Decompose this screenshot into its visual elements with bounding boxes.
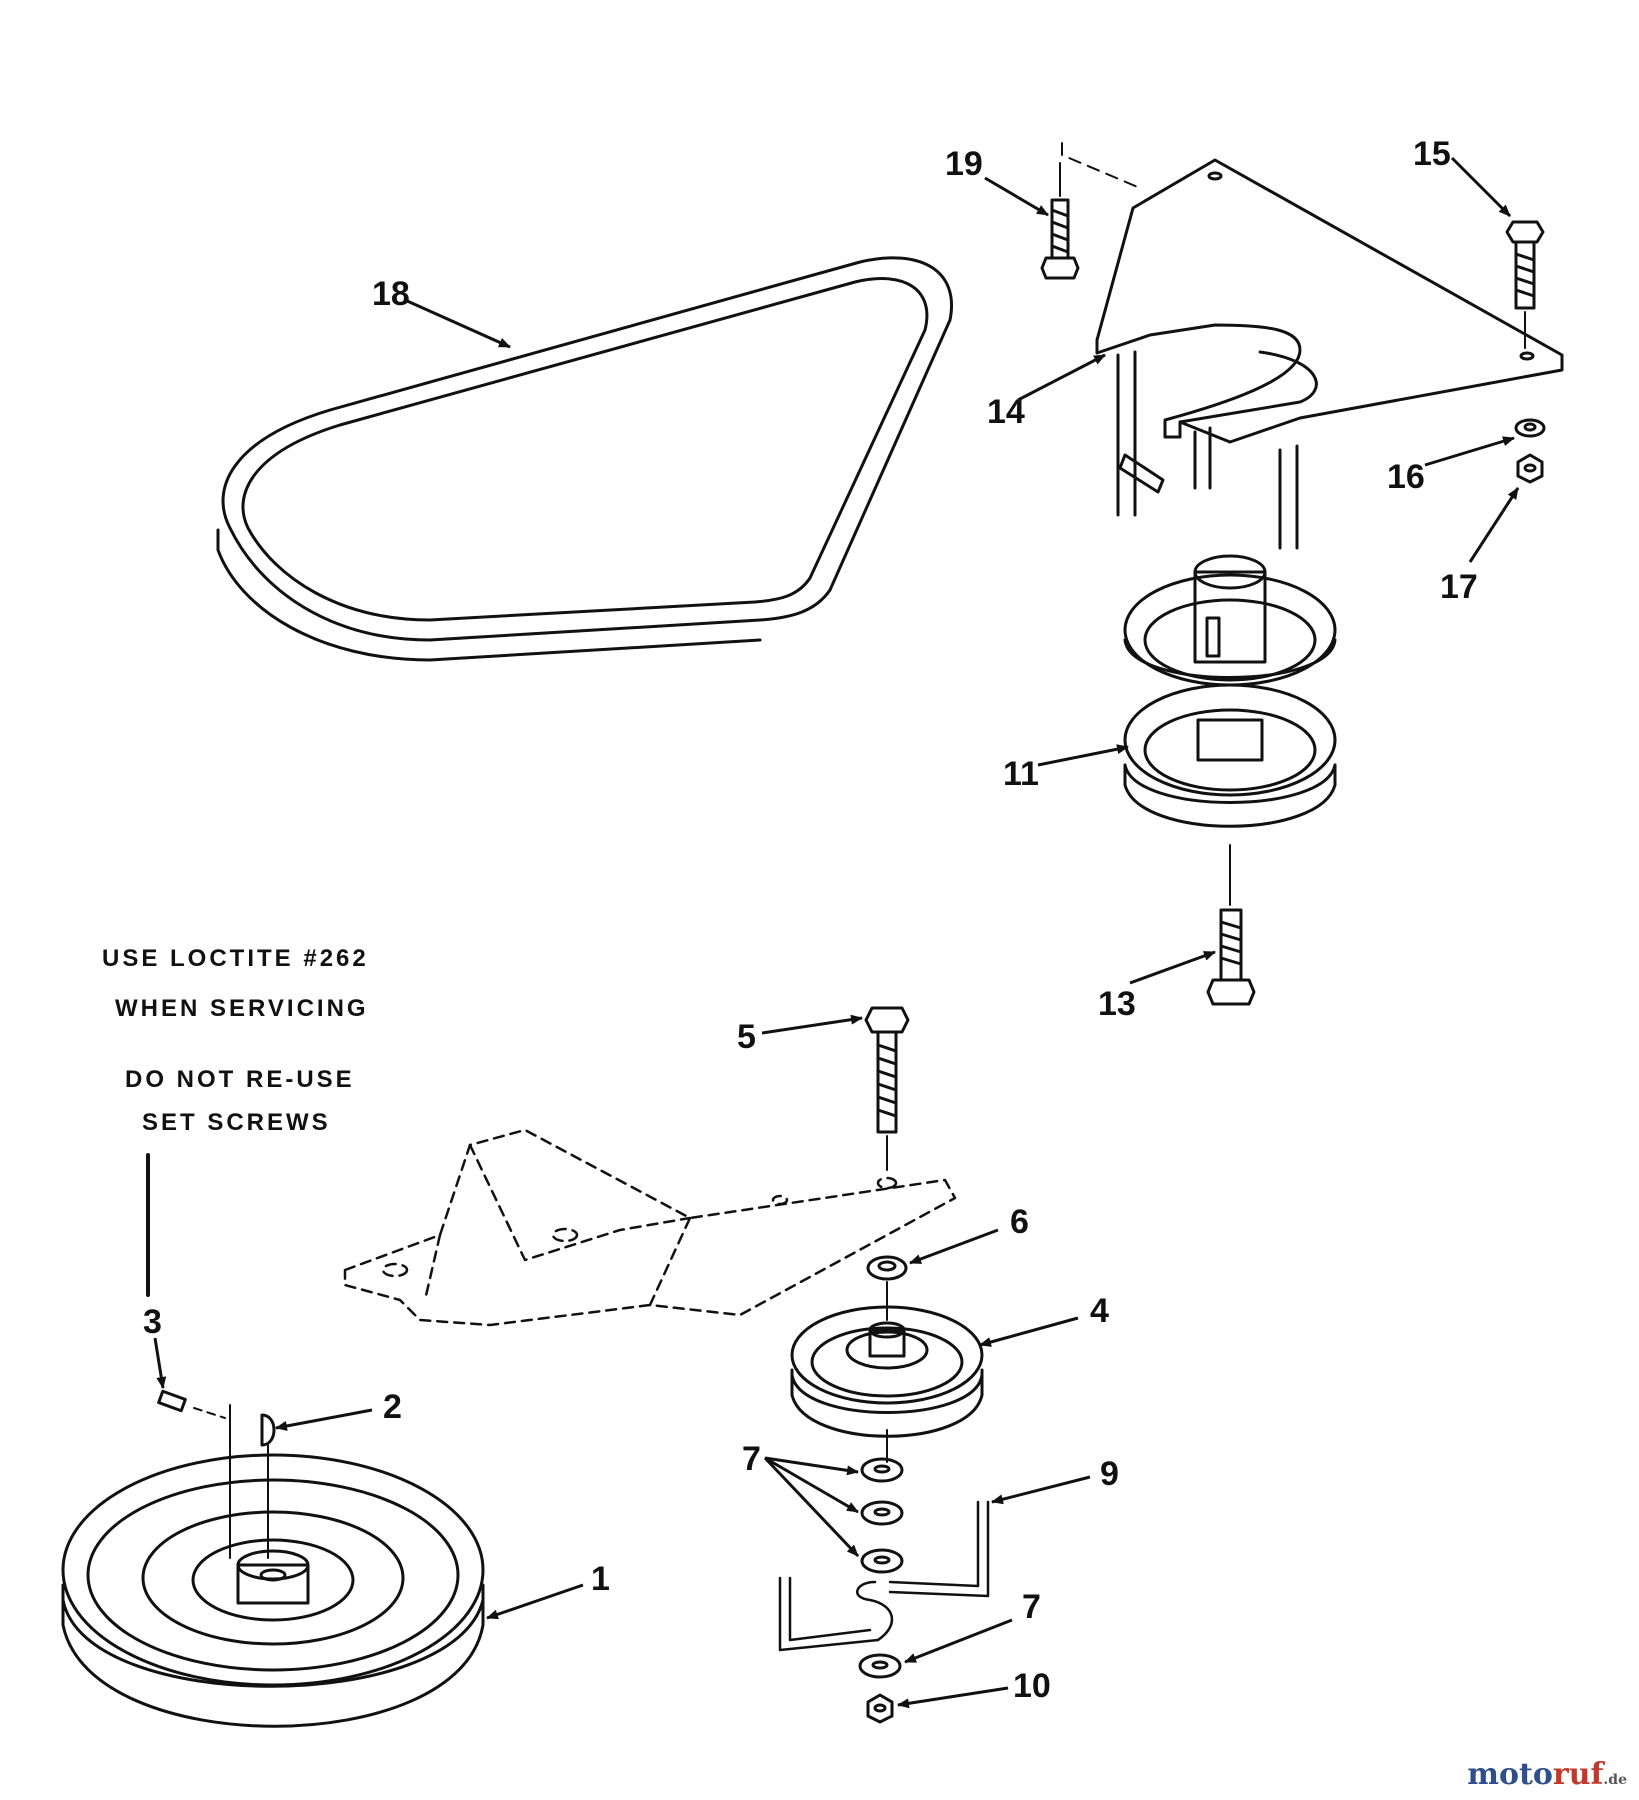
washers-7: [858, 1457, 904, 1679]
callout-19: 19: [945, 145, 983, 183]
v-belt: [216, 256, 953, 662]
watermark-logo: motoruf.de: [1467, 1757, 1627, 1792]
washer-16: [1514, 418, 1546, 438]
note-line-3: DO NOT RE-USE: [125, 1066, 355, 1093]
watermark-part-a: moto: [1467, 1757, 1553, 1792]
callout-3: 3: [143, 1303, 162, 1341]
idler-pulley: [790, 1305, 984, 1463]
woodruff-key: [260, 1413, 276, 1447]
callout-arrow-13: [1129, 950, 1216, 985]
spring-rod: [778, 1500, 990, 1652]
idler-bracket: [1061, 142, 1564, 550]
spacer-6: [866, 1255, 908, 1321]
nut-10: [866, 1693, 894, 1724]
callout-16: 16: [1387, 458, 1425, 496]
callout-arrow-4: [979, 1316, 1079, 1347]
callout-arrow-7a-2: [764, 1456, 859, 1514]
callout-18: 18: [372, 275, 410, 313]
callout-arrow-3: [153, 1337, 167, 1389]
callout-arrow-2: [275, 1408, 373, 1431]
callout-arrow-19: [984, 176, 1049, 217]
callout-2: 2: [383, 1388, 402, 1426]
callout-arrow-6: [909, 1228, 999, 1265]
callout-arrow-5: [761, 1014, 863, 1035]
callout-15: 15: [1413, 135, 1451, 173]
callout-arrow-16: [1424, 436, 1515, 467]
callout-arrow-9: [991, 1475, 1091, 1505]
bolt-15: [1505, 220, 1545, 349]
callout-17: 17: [1440, 568, 1478, 606]
callout-arrow-7a-3: [763, 1456, 860, 1558]
callout-14: 14: [987, 393, 1025, 431]
callout-arrow-18: [404, 298, 511, 349]
callout-1: 1: [591, 1560, 610, 1598]
callout-5: 5: [737, 1018, 756, 1056]
note-line-1: USE LOCTITE #262: [102, 945, 369, 972]
nut-17: [1516, 453, 1544, 484]
callout-9: 9: [1100, 1455, 1119, 1493]
callout-arrow-11: [1037, 744, 1129, 767]
callout-arrow-10: [897, 1686, 1009, 1709]
drive-pulley: [61, 1404, 485, 1728]
callout-7a: 7: [742, 1440, 761, 1478]
callout-arrow-7b: [904, 1618, 1013, 1664]
bolt-13: [1206, 908, 1256, 1006]
callout-arrow-1: [486, 1583, 584, 1620]
watermark-part-c: .de: [1603, 1772, 1627, 1788]
callout-arrow-17: [1468, 487, 1520, 563]
callout-13: 13: [1098, 985, 1136, 1023]
callout-11: 11: [1003, 755, 1039, 793]
bolt-5: [864, 1006, 910, 1171]
callout-arrow-15: [1450, 156, 1512, 218]
bolt-19: [1040, 162, 1080, 280]
callout-arrow-14: [1017, 353, 1106, 402]
mounting-bracket-dashed: [343, 1128, 957, 1327]
callout-10: 10: [1013, 1667, 1051, 1705]
callout-6: 6: [1010, 1203, 1029, 1241]
watermark-part-b: ruf: [1552, 1757, 1604, 1792]
callout-arrow-7a-1: [764, 1456, 859, 1476]
callout-7b: 7: [1022, 1588, 1041, 1626]
double-pulley: [1123, 554, 1337, 906]
callout-4: 4: [1090, 1292, 1109, 1330]
note-line-4: SET SCREWS: [142, 1109, 331, 1136]
set-screw: [157, 1389, 226, 1419]
note-line-2: WHEN SERVICING: [115, 995, 369, 1022]
